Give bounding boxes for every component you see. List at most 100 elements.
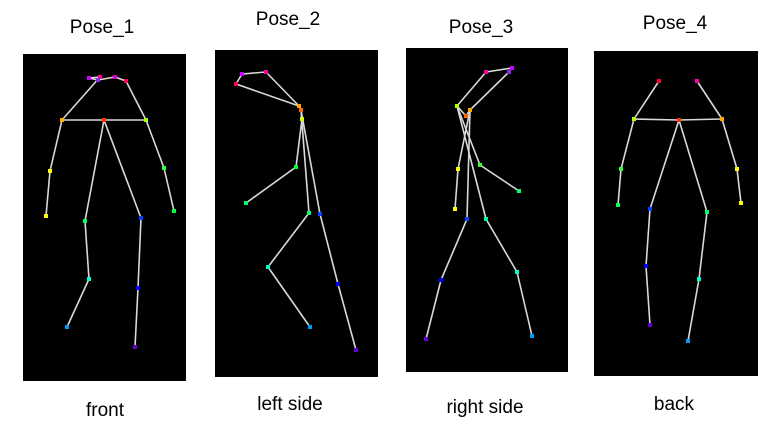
pose-4-title: Pose_4 — [642, 13, 708, 34]
limb-left-knee-left-ankle — [645, 265, 651, 326]
keypoint-eye — [240, 72, 244, 76]
limb-hip-knee — [267, 212, 310, 268]
limb-knee-ankle — [516, 271, 533, 337]
limb-ear-shoulder — [456, 71, 487, 107]
keypoint-nose — [507, 70, 511, 74]
keypoint-eye — [510, 66, 514, 70]
limb-right-shoulder-right-elbow — [145, 119, 165, 169]
keypoint-left-eye — [87, 76, 91, 80]
keypoint-shoulder — [455, 104, 459, 108]
limb-shoulder-2-elbow-2 — [457, 109, 471, 170]
keypoint-elbow-2 — [456, 167, 460, 171]
limb-nose-shoulder-2 — [469, 71, 510, 111]
limb-left-ear-left-shoulder — [61, 76, 101, 121]
limb-right-ear-right-shoulder — [696, 80, 723, 120]
keypoint-shoulder-2 — [468, 108, 472, 112]
limb-right-ear-right-shoulder — [125, 80, 147, 121]
limb-hip-2-knee-2 — [440, 218, 468, 281]
keypoint-hip-2 — [318, 212, 322, 216]
keypoint-ear — [234, 82, 238, 86]
limb-hip-knee — [485, 218, 518, 273]
keypoint-left-hip — [648, 207, 652, 211]
limb-elbow-wrist — [479, 164, 520, 192]
pose-2-title: Pose_2 — [255, 9, 321, 30]
keypoint-right-shoulder — [720, 117, 724, 121]
limb-neck-right-hip — [678, 119, 708, 213]
limb-shoulder-hip — [456, 105, 487, 220]
limb-left-shoulder-left-elbow — [49, 119, 63, 172]
pose-1-caption: front — [85, 400, 125, 421]
keypoint-left-ear — [657, 79, 661, 83]
limb-elbow-2-wrist-2 — [454, 168, 459, 210]
keypoint-knee-2 — [336, 282, 340, 286]
keypoint-hip — [307, 211, 311, 215]
keypoint-right-elbow — [162, 166, 166, 170]
limb-left-knee-left-ankle — [66, 278, 90, 328]
keypoint-right-wrist — [739, 201, 743, 205]
limb-right-elbow-right-wrist — [163, 167, 175, 212]
pose-1-title: Pose_1 — [69, 17, 135, 38]
pose-1-panel — [23, 54, 186, 381]
keypoint-left-knee — [644, 264, 648, 268]
keypoint-left-shoulder — [632, 117, 636, 121]
limb-shoulder-2-elbow — [295, 118, 303, 168]
pose-2-skeleton — [234, 70, 358, 352]
limb-neck-hip — [300, 109, 310, 214]
keypoint-shoulder — [297, 104, 301, 108]
limb-nose-right-eye — [97, 76, 116, 81]
keypoint-left-ankle — [648, 323, 652, 327]
keypoint-left-wrist — [616, 203, 620, 207]
limb-right-shoulder-right-elbow — [721, 118, 738, 170]
pose-4-panel — [594, 51, 758, 376]
limb-shoulder-2-hip-2 — [466, 109, 471, 220]
keypoint-right-hip — [139, 216, 143, 220]
keypoint-ankle — [530, 334, 534, 338]
pose-2-panel — [215, 50, 378, 377]
limb-nose-shoulder — [265, 71, 300, 107]
limb-right-hip-right-knee — [137, 217, 142, 289]
limb-left-shoulder-left-elbow — [620, 118, 635, 170]
pose-4-skeleton — [616, 79, 743, 343]
limb-neck-right-shoulder — [678, 118, 723, 121]
keypoint-right-ear — [124, 79, 128, 83]
keypoint-hip-2 — [465, 217, 469, 221]
keypoint-ankle-2 — [354, 348, 358, 352]
pose-4-caption: back — [653, 394, 695, 415]
keypoint-ear — [484, 70, 488, 74]
keypoint-neck — [299, 108, 303, 112]
limb-left-elbow-left-wrist — [617, 168, 622, 206]
keypoint-neck — [102, 118, 106, 122]
keypoint-right-ankle — [686, 339, 690, 343]
keypoint-neck — [677, 118, 681, 122]
keypoint-nose — [264, 70, 268, 74]
keypoint-left-shoulder — [60, 118, 64, 122]
limb-neck-left-hip — [649, 119, 680, 210]
limb-ear-shoulder — [235, 83, 300, 107]
keypoint-left-hip — [83, 219, 87, 223]
limb-left-shoulder-neck — [633, 118, 680, 121]
keypoint-right-hip — [705, 210, 709, 214]
keypoint-knee — [515, 270, 519, 274]
limb-left-ear-left-shoulder — [633, 80, 660, 120]
limb-neck-hip-2 — [300, 109, 321, 215]
limb-knee-ankle — [267, 266, 311, 328]
limb-right-knee-right-ankle — [687, 278, 700, 342]
keypoint-left-ankle — [65, 325, 69, 329]
keypoint-left-ear — [98, 75, 102, 79]
keypoint-left-elbow — [48, 169, 52, 173]
limb-hip-2-knee-2 — [319, 213, 339, 285]
keypoint-right-elbow — [735, 167, 739, 171]
limb-elbow-wrist — [245, 166, 297, 204]
keypoint-wrist — [244, 201, 248, 205]
keypoint-right-ankle — [133, 345, 137, 349]
keypoint-wrist — [517, 189, 521, 193]
keypoint-left-knee — [87, 277, 91, 281]
pose-2-caption: left side — [257, 394, 323, 415]
pose-3-caption: right side — [446, 397, 524, 418]
keypoint-knee — [266, 265, 270, 269]
keypoint-left-wrist — [44, 214, 48, 218]
keypoint-right-wrist — [172, 209, 176, 213]
pose-3-panel — [406, 48, 568, 372]
pose-1-skeleton — [44, 75, 176, 349]
pose-3-title: Pose_3 — [448, 17, 514, 38]
